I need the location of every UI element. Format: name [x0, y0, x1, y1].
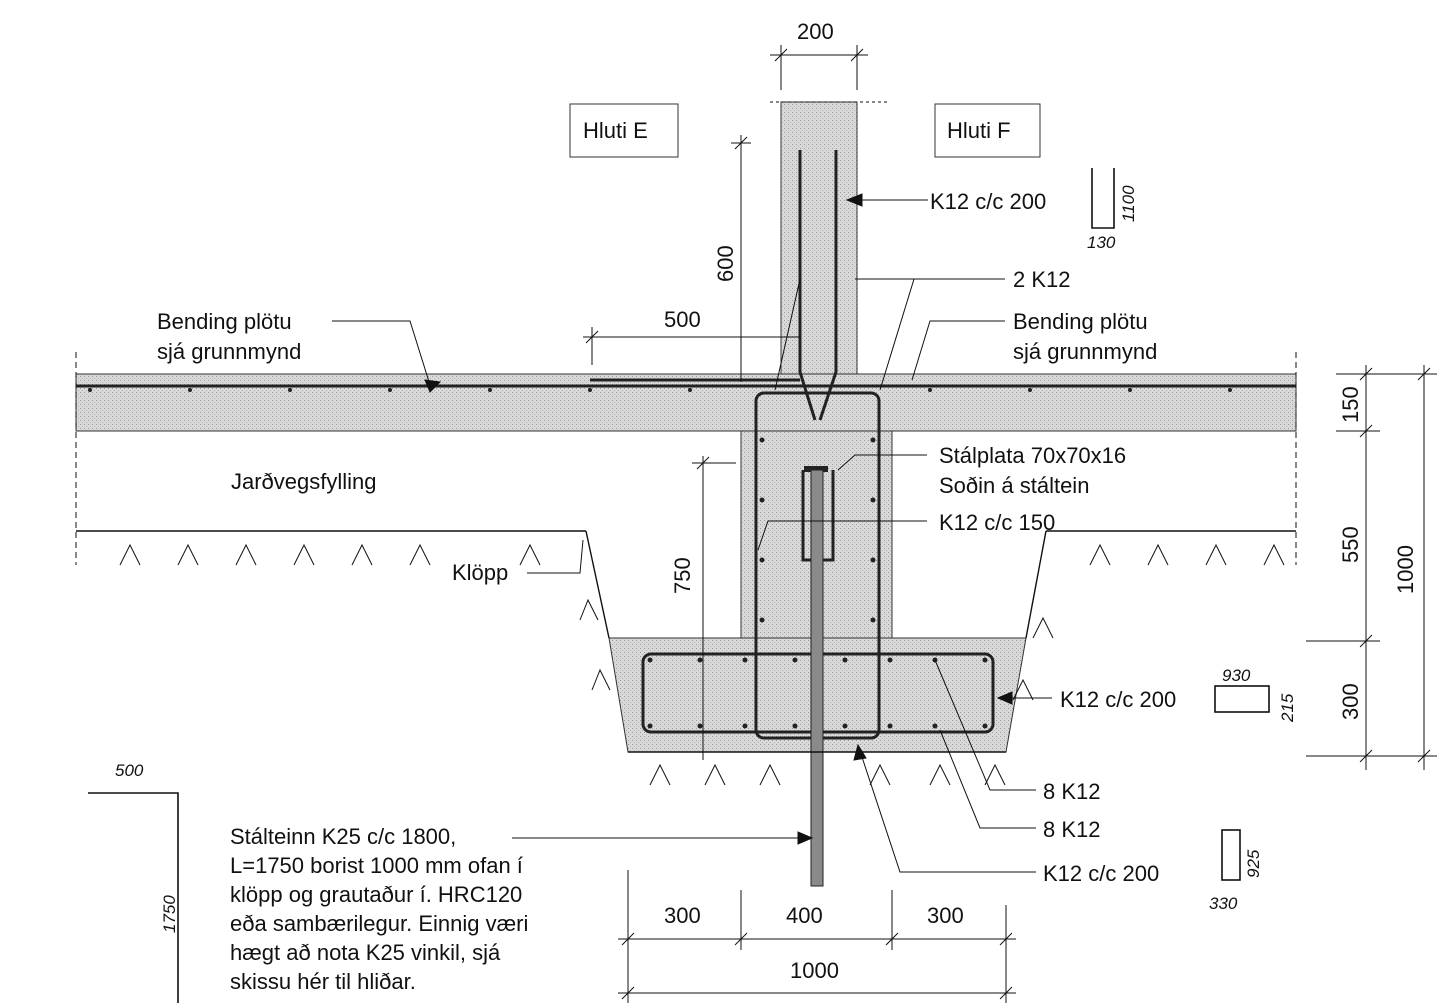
steel-dowel: [810, 469, 824, 887]
dimension-lines: [583, 45, 1437, 1003]
shape-930: 930: [1222, 666, 1251, 685]
dim-lower-750: 750: [670, 557, 695, 594]
dim-right-550: 550: [1338, 526, 1363, 563]
klopp-label: Klöpp: [452, 560, 508, 585]
dim-upper-600: 600: [713, 245, 738, 282]
dim-bottom-total: 1000: [790, 958, 839, 983]
dim-bottom-300-right: 300: [927, 903, 964, 928]
bending-right-line2: sjá grunnmynd: [1013, 339, 1157, 364]
hluti-e-label: Hluti E: [583, 118, 648, 143]
dim-bottom-400: 400: [786, 903, 823, 928]
hluti-f-label: Hluti F: [947, 118, 1011, 143]
eight-k12-b-label: 8 K12: [1043, 817, 1101, 842]
dim-right-total: 1000: [1393, 545, 1418, 594]
hluti-f-box: [934, 103, 1041, 158]
k12-c150-label: K12 c/c 150: [939, 510, 1055, 535]
note-line-6: skissu hér til hliðar.: [230, 969, 416, 994]
steel-plate: [804, 466, 828, 472]
reinforcement: [76, 150, 1296, 887]
sketch-500: 500: [115, 761, 144, 780]
bending-left-line1: Bending plötu: [157, 309, 292, 334]
dimension-texts: 200 600 500 750 150 550 300 1000 300 400…: [664, 19, 1418, 983]
note-line-4: eða sambærilegur. Einnig væri: [230, 911, 528, 936]
bar-shape-sketches: [88, 168, 1270, 1003]
note-line-2: L=1750 borist 1000 mm ofan í: [230, 853, 523, 878]
note-line-1: Stálteinn K25 c/c 1800,: [230, 824, 456, 849]
wall-upper: [780, 101, 858, 375]
k12-c200-footing-label: K12 c/c 200: [1060, 687, 1176, 712]
stalplata-line1: Stálplata 70x70x16: [939, 443, 1126, 468]
bending-left-line2: sjá grunnmynd: [157, 339, 301, 364]
dim-right-150: 150: [1338, 386, 1363, 423]
leader-lines: [332, 193, 1052, 873]
shape-925: 925: [1244, 849, 1263, 878]
note-line-3: klöpp og grautaður í. HRC120: [230, 882, 522, 907]
jardvegsfylling-label: Jarðvegsfylling: [231, 469, 377, 494]
bar-shape-texts: 1100 130 930 215 925 330 500 1750: [115, 185, 1297, 933]
shape-215: 215: [1278, 693, 1297, 723]
sketch-1750: 1750: [160, 895, 179, 933]
shape-1100: 1100: [1119, 185, 1138, 222]
eight-k12-a-label: 8 K12: [1043, 779, 1101, 804]
k12-c200-top-label: K12 c/c 200: [930, 189, 1046, 214]
floor-slab: [75, 373, 1297, 432]
hluti-e-box: [569, 103, 679, 158]
labels: Hluti E Hluti F Bending plötu sjá grunnm…: [157, 118, 1176, 994]
dim-bottom-300-left: 300: [664, 903, 701, 928]
ground-lines: [75, 352, 1297, 786]
dim-right-300: 300: [1338, 683, 1363, 720]
two-k12-label: 2 K12: [1013, 267, 1071, 292]
shape-330: 330: [1209, 894, 1238, 913]
dim-span-500: 500: [664, 307, 701, 332]
dim-wall-width: 200: [797, 19, 834, 44]
shape-130: 130: [1087, 233, 1116, 252]
note-line-5: hægt að nota K25 vinkil, sjá: [230, 940, 501, 965]
k12-c200-bottom-label: K12 c/c 200: [1043, 861, 1159, 886]
bending-right-line1: Bending plötu: [1013, 309, 1148, 334]
stalplata-line2: Soðin á stáltein: [939, 473, 1089, 498]
